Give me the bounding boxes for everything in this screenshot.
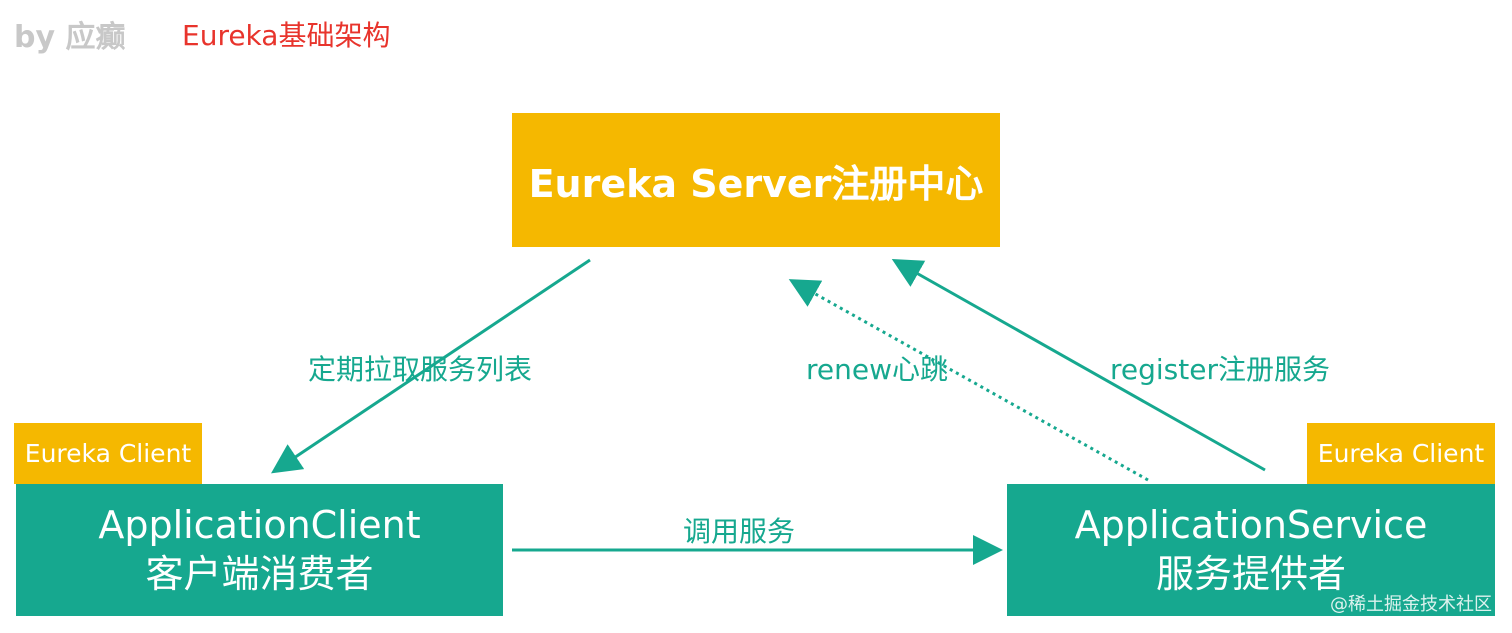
application-client-title: ApplicationClient — [98, 502, 421, 547]
edge-invoke-label: 调用服务 — [683, 515, 796, 548]
diagram-title: Eureka基础架构 — [182, 19, 391, 52]
edge-pull-label: 定期拉取服务列表 — [308, 353, 533, 386]
eureka-server-node: Eureka Server注册中心 — [512, 113, 1000, 247]
edge-renew-label: renew心跳 — [806, 353, 948, 386]
eureka-server-label: Eureka Server注册中心 — [528, 161, 984, 206]
application-service-title: ApplicationService — [1074, 502, 1428, 547]
application-client-subtitle: 客户端消费者 — [145, 552, 374, 596]
watermark: @稀土掘金技术社区 — [1330, 594, 1492, 615]
application-service-node: ApplicationService 服务提供者 — [1007, 484, 1495, 616]
edge-register-arrow — [891, 259, 1266, 472]
author-label: by 应癫 — [14, 20, 126, 55]
eureka-client-tag-left: Eureka Client — [14, 423, 202, 484]
application-client-node: ApplicationClient 客户端消费者 — [16, 484, 503, 616]
edge-renew-arrow — [788, 279, 1149, 482]
edge-pull-arrow — [271, 258, 591, 474]
edge-register-label: register注册服务 — [1110, 353, 1330, 386]
eureka-client-tag-label: Eureka Client — [1317, 439, 1485, 468]
eureka-client-tag-label: Eureka Client — [24, 439, 192, 468]
application-service-subtitle: 服务提供者 — [1155, 552, 1346, 596]
eureka-client-tag-right: Eureka Client — [1307, 423, 1495, 484]
